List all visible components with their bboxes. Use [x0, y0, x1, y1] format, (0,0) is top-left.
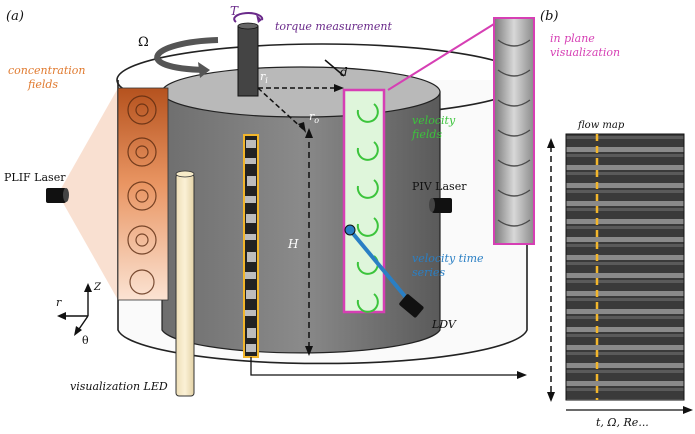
- ldv-probe-point: [344, 224, 356, 236]
- panel-label-a: (a): [6, 9, 24, 24]
- torque-measurement-label: torque measurement: [275, 20, 392, 33]
- h-label: H: [287, 237, 299, 251]
- rotation-arrowhead: [198, 62, 210, 78]
- in-plane-visualization-image: [493, 17, 535, 245]
- concentration-fields-label: concentration fields: [8, 64, 89, 91]
- concentration-field-image: [117, 87, 169, 301]
- visualization-strip: [243, 134, 259, 358]
- axis-z-label: Z: [93, 282, 102, 293]
- visualization-led-rod: [175, 170, 195, 397]
- velocity-field-panel: [342, 88, 386, 314]
- visualization-led-label: visualization LED: [70, 380, 168, 393]
- ri-label: ri: [260, 70, 268, 85]
- axis-theta-label: θ: [82, 334, 89, 347]
- plif-light-cone: [58, 88, 118, 300]
- inner-cylinder: [161, 66, 441, 354]
- torque-arrowhead: [256, 14, 262, 23]
- omega-label: Ω: [138, 35, 149, 50]
- coordinate-axes: [62, 288, 89, 333]
- in-plane-connector: [387, 23, 495, 91]
- panel-label-b: (b): [540, 9, 558, 24]
- flow-map-image: [565, 133, 685, 401]
- plif-laser-label: PLIF Laser: [4, 171, 66, 184]
- velocity-time-series-label: velocity time series: [412, 252, 487, 279]
- plif-laser-icon: [46, 188, 69, 203]
- velocity-fields-label: velocity fields: [411, 114, 459, 141]
- flow-map-label: flow map: [577, 120, 625, 131]
- dimension-lines: [257, 59, 345, 352]
- shaft: [237, 22, 259, 97]
- rotation-arrow-icon: [154, 37, 219, 73]
- d-label: d: [340, 65, 348, 79]
- axis-r-label: r: [56, 296, 62, 309]
- torque-arrow-icon: [233, 12, 264, 23]
- torque-symbol: T: [230, 4, 239, 18]
- in-plane-visualization-label: in plane visualization: [550, 32, 620, 59]
- ldv-label: LDV: [431, 318, 457, 331]
- piv-laser-label: PIV Laser: [412, 180, 467, 193]
- arrowhead-right: [517, 371, 527, 379]
- piv-laser-icon: [429, 198, 452, 213]
- strip-to-flowmap-arrow: [250, 357, 520, 376]
- ro-label: ro: [309, 110, 319, 125]
- ldv-icon: [399, 294, 424, 318]
- bottom-axis-label: t, Ω, Re...: [596, 416, 649, 429]
- ldv-beam: [348, 228, 410, 302]
